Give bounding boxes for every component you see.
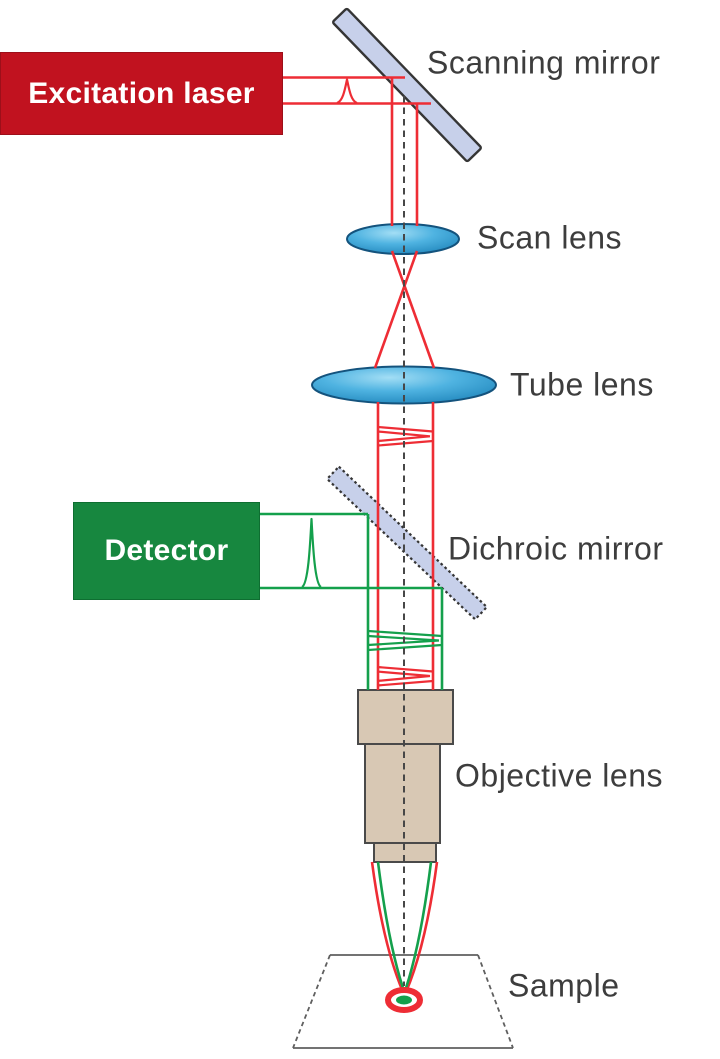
excitation-pulse-icon	[336, 78, 358, 105]
excitation-cone-left	[370, 861, 405, 993]
sample-left-edge	[292, 954, 331, 1049]
scanning-mirror-label: Scanning mirror	[427, 44, 661, 81]
sample-right-edge	[477, 954, 514, 1049]
emission-pulse-rotated-icon	[367, 629, 443, 652]
emission-beam	[258, 512, 444, 989]
dichroic-mirror-shape	[325, 465, 489, 621]
excitation-beam-cross-b	[373, 250, 419, 369]
sample-stage-outline	[292, 954, 514, 1049]
sample-label: Sample	[508, 967, 620, 1004]
emission-cone-left	[376, 861, 405, 989]
excitation-beam	[281, 76, 439, 993]
emission-cone-right	[404, 861, 433, 989]
scanning-mirror-shape	[332, 7, 482, 163]
detector-label: Detector	[104, 534, 229, 567]
excitation-laser-label: Excitation laser	[28, 76, 255, 110]
emission-pulse-icon	[301, 517, 322, 588]
objective-lens-shape	[357, 689, 454, 863]
dichroic-mirror-label: Dichroic mirror	[448, 530, 664, 567]
focal-spot-green-center	[396, 995, 412, 1005]
detector-box: Detector	[73, 502, 260, 600]
excitation-pulse-rotated-icon	[377, 425, 434, 447]
objective-lens-label: Objective lens	[455, 757, 663, 794]
objective-tip	[373, 842, 437, 863]
excitation-beam-cross-a	[390, 250, 436, 369]
focal-spot	[385, 987, 423, 1013]
scan-lens-label: Scan lens	[477, 219, 623, 256]
tube-lens-label: Tube lens	[510, 366, 654, 403]
excitation-laser-box: Excitation laser	[0, 52, 283, 135]
focal-spot-red-ring	[385, 987, 423, 1013]
objective-flange	[357, 689, 454, 745]
objective-barrel	[364, 743, 441, 844]
excitation-cone-right	[404, 861, 439, 993]
